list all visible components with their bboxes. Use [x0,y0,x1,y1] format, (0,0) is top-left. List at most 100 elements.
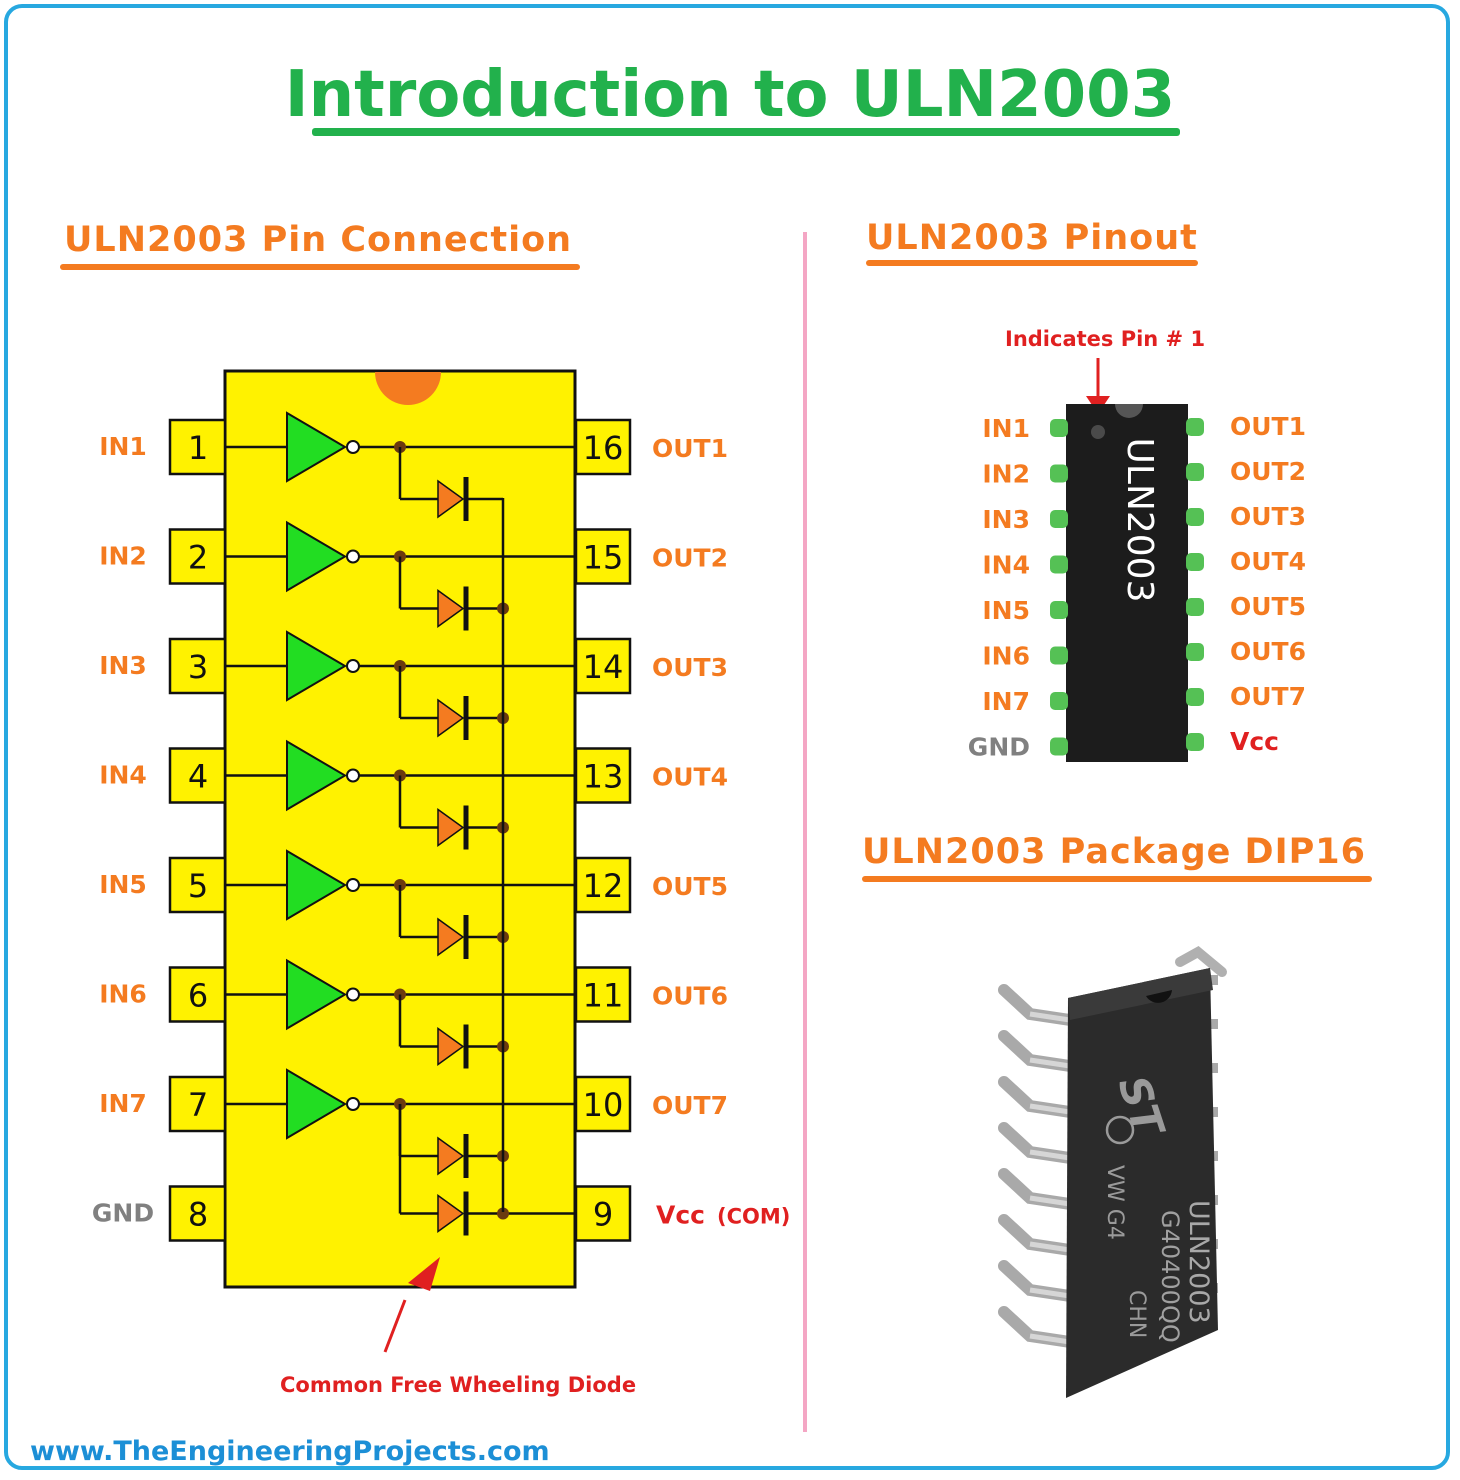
diode-6 [437,1027,465,1066]
diode-pointer-head [408,1257,440,1291]
buffer-triangle-1 [286,411,347,483]
output-pin-number-16: 16 [583,429,624,467]
output-pin-box-11 [574,966,632,1023]
input-label-4: IN4 [99,761,147,790]
package-left-lead-highlight [1029,1195,1071,1207]
input-label-8: GND [92,1199,154,1228]
diode-7 [437,1136,465,1176]
pinout-left-pin-2 [1050,464,1068,483]
package-ce-mark [1105,1115,1135,1145]
pinout-right-label-7: OUT7 [1230,682,1306,711]
pinout-chip-body [1066,404,1188,762]
input-label-6: IN6 [99,980,147,1009]
pinout-right-label-1: OUT1 [1230,412,1306,441]
output-pin-number-15: 15 [583,539,624,577]
output-label-7: OUT7 [652,1091,728,1120]
output-pin-box-16 [574,418,632,476]
buffer-triangle-6 [286,958,347,1031]
pinout-right-label-6: OUT6 [1230,637,1306,666]
pinout-pins: IN1IN2IN3IN4IN5IN6IN7GNDOUT1OUT2OUT3OUT4… [968,412,1306,762]
output-pin-box-10 [574,1075,632,1133]
pinout-chip-label: ULN2003 [1119,438,1160,603]
title-underline [312,128,1180,136]
input-pin-number-6: 6 [188,977,208,1015]
diode-2 [437,589,465,628]
output-label-6: OUT6 [652,982,728,1011]
input-label-1: IN1 [99,432,147,461]
pinout-left-label-2: IN2 [982,460,1030,489]
section-underline-package [862,876,1372,882]
section-underline-pin-connection [60,264,580,270]
diode-5 [437,917,465,957]
pinout-left-pin-8 [1050,737,1068,756]
pinout-left-label-3: IN3 [982,505,1030,534]
column-divider [803,232,807,1432]
package-left-lead-highlight [1029,1241,1071,1253]
page-frame [4,4,1450,1470]
input-pin-number-8: 8 [188,1196,208,1234]
package-line1: ULN2003 [1183,1200,1214,1324]
package-left-lead-highlight [1029,1287,1071,1299]
buffer-triangle-7 [286,1068,347,1140]
pinout-left-label-7: IN7 [982,687,1030,716]
section-title-pinout: ULN2003 Pinout [866,218,1198,258]
section-underline-pinout [866,260,1198,266]
pinout-left-pin-1 [1050,419,1068,437]
input-label-2: IN2 [99,542,147,571]
bus-junction-dot [497,1207,509,1220]
input-pin-box-7 [168,1075,227,1133]
buffer-triangle-2 [286,520,347,593]
pinout-left-pin-6 [1050,646,1068,665]
package-left-lead-highlight [1029,1011,1071,1023]
input-pin-number-1: 1 [188,429,208,467]
output-pin-number-12: 12 [583,867,624,905]
package-right-lead-top [1175,945,1227,977]
input-pin-box-1 [168,418,227,476]
pin1-note: Indicates Pin # 1 [1005,327,1206,351]
package-notch [1146,990,1172,1003]
pinout-left-label-4: IN4 [982,551,1030,580]
output-label-5: OUT5 [652,872,728,901]
buffer-triangle-4 [286,739,347,812]
output-pin-box-13 [574,747,632,804]
output-pin-number-10: 10 [583,1086,624,1124]
package-line3: CHN [1124,1290,1149,1338]
output-label-1: OUT1 [652,434,728,463]
pinout-left-label-1: IN1 [982,414,1030,443]
input-pin-box-3 [168,637,227,695]
input-pin-number-2: 2 [188,539,208,577]
output-label-2: OUT2 [652,544,728,573]
common-diode [437,1194,465,1233]
input-pin-box-2 [168,528,227,585]
diode-pointer-shaft [383,1299,407,1353]
input-pin-box-6 [168,966,227,1023]
pinout-left-label-8: GND [968,733,1030,762]
pinout-right-label-5: OUT5 [1230,592,1306,621]
diode-4 [437,808,465,847]
pin1-dot [1091,425,1105,439]
pinout-right-label-4: OUT4 [1230,547,1306,576]
output-pin-box-14 [574,637,632,695]
vcc-com-label: (COM) [717,1205,790,1229]
package-left-lead-highlight [1029,1103,1071,1115]
output-pin-box-12 [574,856,632,914]
buffer-triangle-3 [286,630,347,702]
page-title: Introduction to ULN2003 [284,58,1176,132]
output-pin-number-11: 11 [583,977,624,1015]
pinout-left-label-5: IN5 [982,596,1030,625]
package-top-edge [1068,968,1213,1020]
buffer-triangle-5 [286,849,347,921]
input-pin-box-4 [168,747,227,804]
section-title-package: ULN2003 Package DIP16 [862,832,1366,872]
input-label-5: IN5 [99,870,147,899]
pinout-right-pin-1 [1186,418,1204,436]
package-left-lead-highlight [1029,1333,1071,1345]
output-label-3: OUT3 [652,653,728,682]
input-pin-number-5: 5 [188,867,208,905]
output-label-4: OUT4 [652,763,728,792]
input-label-7: IN7 [99,1089,147,1118]
pinout-right-pin-2 [1186,463,1204,481]
